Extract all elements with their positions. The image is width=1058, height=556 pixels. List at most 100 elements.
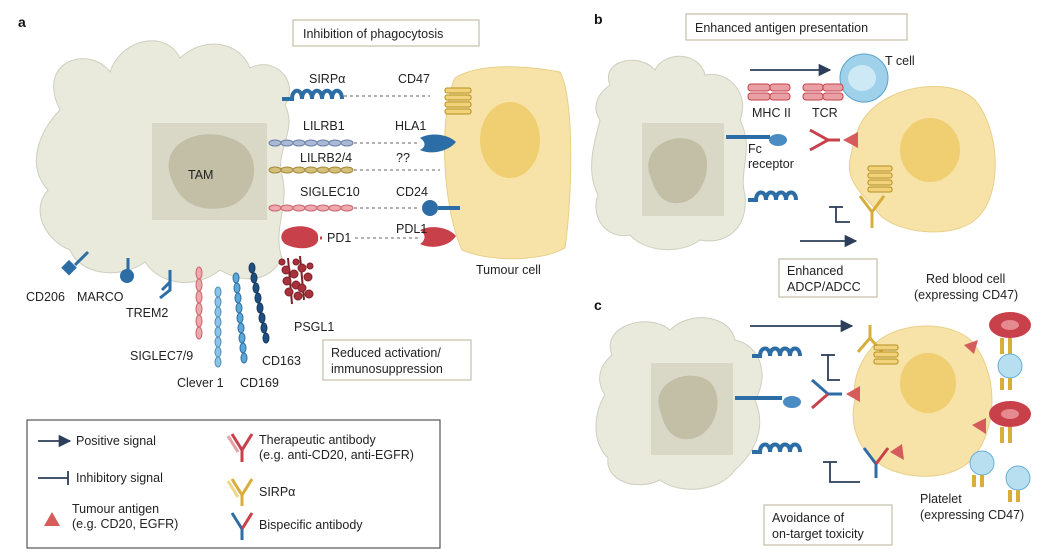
panel-a-title: Inhibition of phagocytosis (303, 27, 443, 41)
siglec79-receptor (195, 266, 203, 340)
sirpa-c-top (752, 346, 802, 358)
mhc-ii-receptor (747, 83, 791, 101)
tam-macrophage (35, 40, 291, 283)
pd1-receptor (281, 226, 319, 249)
hla1-ligand (420, 134, 456, 153)
lilrb24-receptor (268, 166, 354, 174)
legend-bispecific-label: Bispecific antibody (259, 518, 363, 532)
tcr-label: TCR (812, 106, 838, 120)
fc-receptor-b (726, 134, 787, 146)
tumour-antigen-b (843, 132, 858, 148)
pd1-label: PD1 (327, 231, 351, 245)
inhibitory-c-top (821, 354, 840, 381)
tumour-antigen-c-top (964, 340, 978, 354)
legend-antigen-line2: (e.g. CD20, EGFR) (72, 517, 178, 531)
legend-sirpa-label: SIRPα (259, 485, 295, 499)
pdl1-label: PDL1 (396, 222, 427, 236)
rbc-label-line1: Red blood cell (926, 272, 1005, 286)
cd47-label: CD47 (398, 72, 430, 86)
legend-inhibitory-symbol (38, 471, 69, 485)
fc-receptor-c (735, 396, 801, 408)
clever1-receptor (214, 286, 222, 368)
platelet-1 (997, 353, 1023, 390)
cd169-receptor (232, 272, 248, 364)
cd24-ligand (422, 200, 460, 216)
legend-therapeutic-line2: (e.g. anti-CD20, anti-EGFR) (259, 448, 414, 462)
lilrb1-receptor (268, 139, 354, 147)
legend-therapeutic-line1: Therapeutic antibody (259, 433, 376, 447)
avoidance-line1: Avoidance of (772, 511, 845, 525)
clever1-label: Clever 1 (177, 376, 224, 390)
cd47-c (873, 344, 899, 365)
legend-antigen-line1: Tumour antigen (72, 502, 159, 516)
adcp-box (778, 258, 878, 298)
cd163-receptor (248, 262, 270, 344)
legend-positive-label: Positive signal (76, 434, 156, 448)
red-blood-cell-1 (989, 312, 1031, 354)
legend-inhibitory-label: Inhibitory signal (76, 471, 163, 485)
sirpa-b (748, 190, 798, 202)
psgl1-receptor (278, 255, 314, 305)
trem2-receptor (159, 270, 172, 300)
legend-therapeutic-antibody-icon (226, 433, 254, 462)
tumour-cell-label: Tumour cell (476, 263, 541, 277)
reduced-activation-box (322, 339, 472, 381)
legend-bispecific-icon (230, 512, 254, 540)
macrophage-c (595, 317, 763, 490)
title-box-b (685, 13, 908, 41)
cd206-receptor (61, 250, 90, 276)
sirpa-antibody-b (858, 195, 886, 228)
platelet-2 (969, 450, 995, 487)
cd47-ligand (444, 87, 472, 115)
siglec10-label: SIGLEC10 (300, 185, 360, 199)
adcp-line1: Enhanced (787, 264, 843, 278)
pdl1-ligand (420, 227, 456, 247)
bispecific-antibody-c-bottom (862, 447, 890, 478)
tumour-antigen-c-bottom (890, 444, 904, 460)
t-cell (839, 53, 889, 103)
legend-sirpa-icon (226, 478, 254, 506)
avoidance-line2: on-target toxicity (772, 527, 864, 541)
trem2-label: TREM2 (126, 306, 168, 320)
cd163-label: CD163 (262, 354, 301, 368)
platelet-3 (1005, 465, 1031, 502)
panel-b-letter: b (594, 11, 603, 27)
inhibitory-c-bottom (823, 461, 860, 483)
t-cell-label: T cell (885, 54, 915, 68)
cd24-label: CD24 (396, 185, 428, 199)
panel-c-letter: c (594, 297, 602, 313)
panel-a-letter: a (18, 14, 26, 30)
cd206-label: CD206 (26, 290, 65, 304)
hla1-label: HLA1 (395, 119, 426, 133)
cd169-label: CD169 (240, 376, 279, 390)
rbc-label-line2: (expressing CD47) (914, 288, 1018, 302)
fc-receptor-label: receptor (748, 157, 794, 171)
sirpa-receptor (282, 88, 344, 101)
platelet-label-line2: (expressing CD47) (920, 508, 1024, 522)
cd47-b (867, 165, 893, 193)
reduced-line1: Reduced activation/ (331, 346, 441, 360)
siglec79-label: SIGLEC7/9 (130, 349, 193, 363)
psgl1-label: PSGL1 (294, 320, 334, 334)
adcp-line2: ADCP/ADCC (787, 280, 861, 294)
tumour-antigen-c-right (972, 418, 986, 434)
tumour-cell-a (444, 66, 572, 260)
fc-label: Fc (748, 142, 762, 156)
sirpa-c-bottom (752, 442, 802, 454)
reduced-line2: immunosuppression (331, 362, 443, 376)
macrophage-b (591, 55, 747, 251)
tcr-receptor (802, 83, 844, 101)
title-box-a (292, 19, 480, 47)
tumour-cell-b (848, 85, 996, 233)
siglec10-receptor (268, 204, 354, 212)
tumour-antigen-c-middle (846, 386, 860, 402)
marco-label: MARCO (77, 290, 124, 304)
marco-receptor (120, 258, 134, 283)
mhc-ii-label: MHC II (752, 106, 791, 120)
sirpa-label: SIRPα (309, 72, 345, 86)
lilrb24-label: LILRB2/4 (300, 151, 352, 165)
lilrb1-label: LILRB1 (303, 119, 345, 133)
tam-label: TAM (188, 168, 213, 182)
unknown-ligand-label: ?? (396, 151, 410, 165)
